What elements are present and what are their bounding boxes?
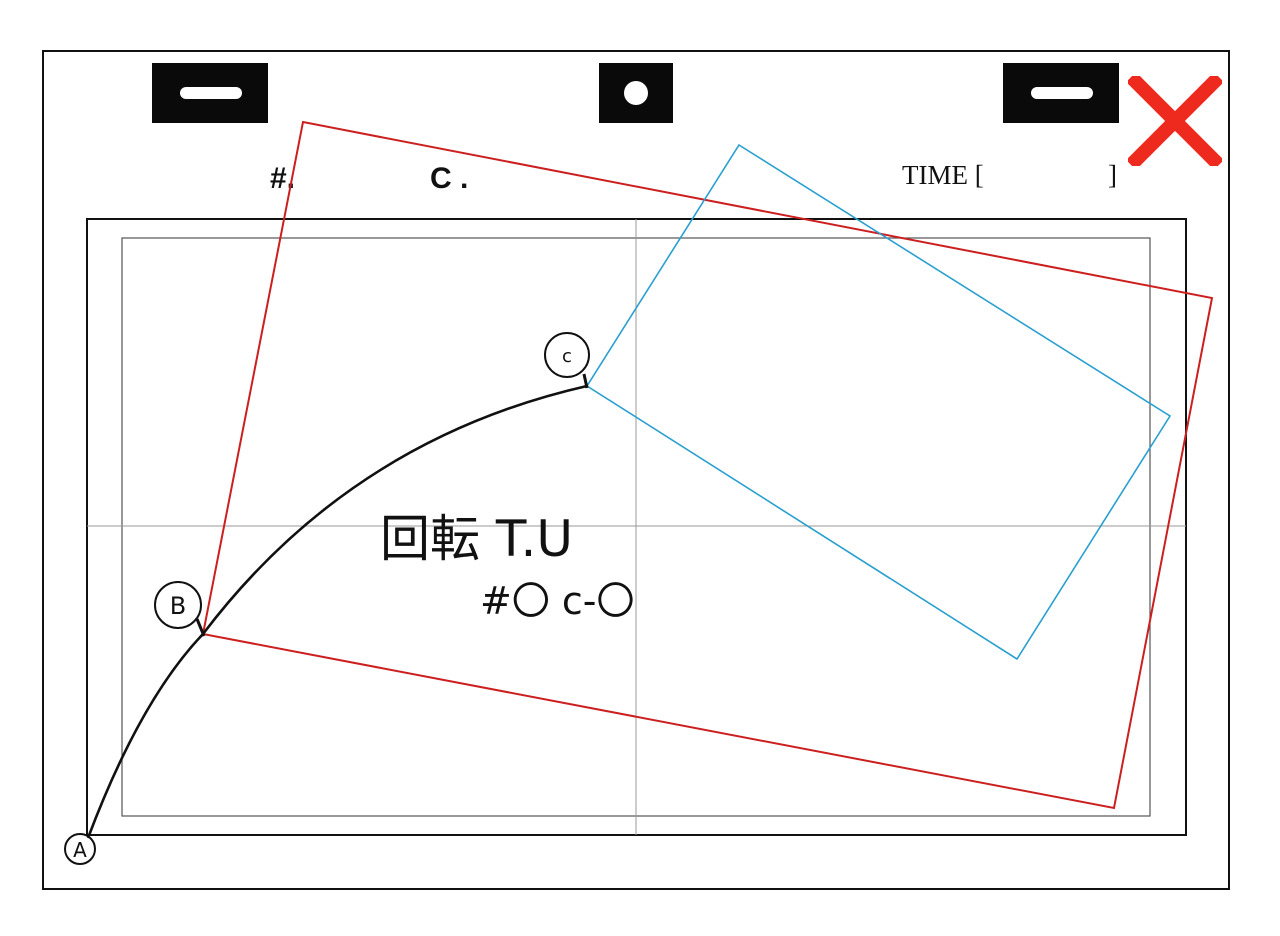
point-a-marker: A — [64, 833, 96, 865]
cut-number-label: #. — [270, 162, 296, 195]
camera-path-arc — [86, 384, 588, 839]
cel-range-note: #〇 c-〇 — [480, 579, 635, 623]
punch-hole-left — [152, 63, 268, 123]
blue-rotated-frame — [585, 143, 1172, 661]
point-c-marker: c — [544, 332, 590, 378]
point-a-label: A — [73, 838, 87, 862]
time-label: TIME [ — [902, 160, 984, 190]
close-icon[interactable] — [1126, 72, 1224, 170]
punch-hole-right — [1003, 63, 1119, 123]
point-b-label: B — [170, 592, 186, 620]
point-c-label: c — [562, 346, 572, 367]
punch-hole-center — [599, 63, 673, 123]
red-rotated-frame — [201, 120, 1214, 810]
rotation-note: 回転 T.U — [380, 510, 573, 568]
cell-label: C . — [430, 162, 469, 195]
time-close-bracket: ] — [1108, 160, 1117, 190]
point-b-marker: B — [154, 581, 202, 629]
